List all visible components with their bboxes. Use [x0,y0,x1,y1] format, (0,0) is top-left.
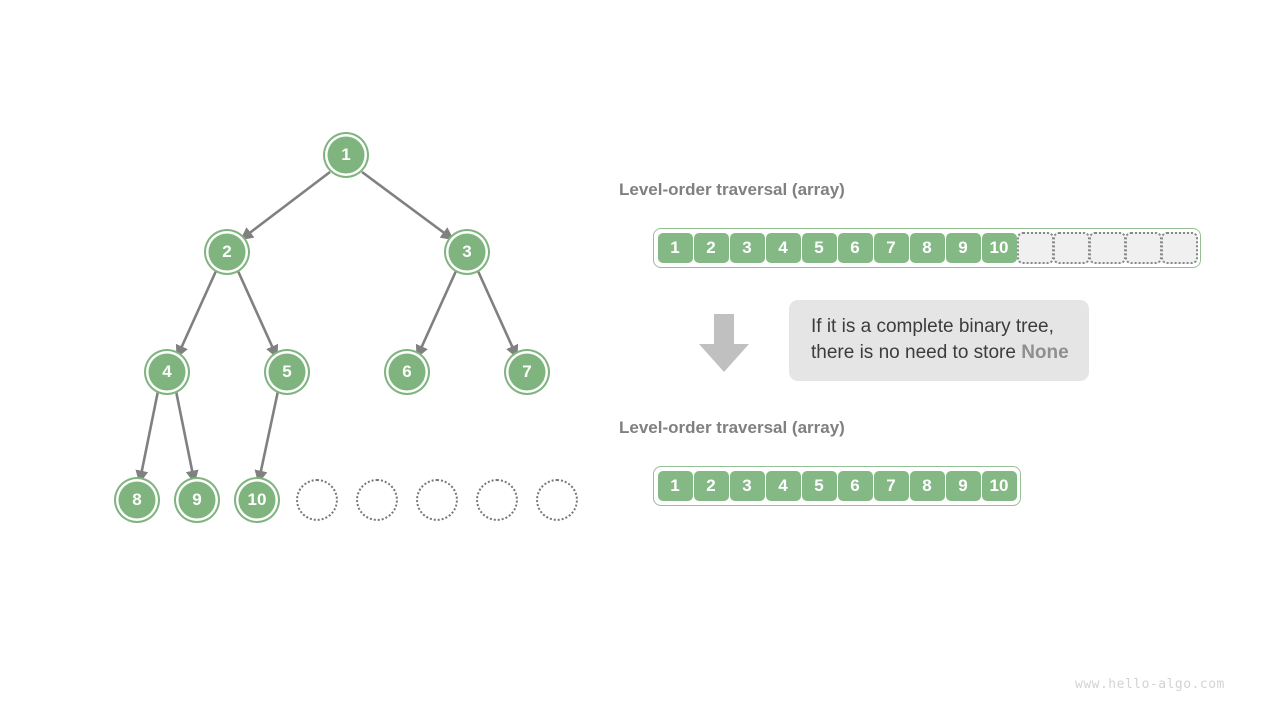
arrow-down-icon [699,314,749,372]
array-with-none: 1 2 3 4 5 6 7 8 9 10 [653,228,1201,268]
callout-line-2-prefix: there is no need to store [811,342,1022,364]
array-cell[interactable]: 9 [944,232,982,264]
edge-3-7 [476,270,519,359]
array-cell[interactable]: 2 [692,470,730,502]
tree-node[interactable]: 9 [176,479,218,521]
array-cell[interactable]: 1 [656,470,694,502]
tree-node[interactable]: 7 [506,351,548,393]
tree-node-empty [296,479,338,521]
tree-node-empty [476,479,518,521]
array-cell[interactable]: 8 [908,232,946,264]
tree-node[interactable]: 2 [206,231,248,273]
callout-line-1: If it is a complete binary tree, [811,316,1054,337]
array-cell[interactable]: 3 [728,470,766,502]
panel-title-top: Level-order traversal (array) [619,180,845,199]
tree-node[interactable]: 4 [146,351,188,393]
array-cell[interactable]: 7 [872,232,910,264]
array-cell[interactable]: 7 [872,470,910,502]
tree-node[interactable]: 6 [386,351,428,393]
edge-2-4 [175,270,218,359]
panel-title-bottom: Level-order traversal (array) [619,418,845,437]
array-compact: 1 2 3 4 5 6 7 8 9 10 [653,466,1021,506]
edge-4-9 [174,390,199,484]
array-cell[interactable]: 5 [800,232,838,264]
array-cell[interactable]: 4 [764,232,802,264]
tree-node[interactable]: 10 [236,479,278,521]
edge-1-3 [361,170,454,241]
tree-node-empty [356,479,398,521]
edge-3-6 [415,270,458,359]
array-cell[interactable]: 8 [908,470,946,502]
tree-node[interactable]: 1 [325,134,367,176]
edge-1-2 [240,170,331,241]
tree-node[interactable]: 5 [266,351,308,393]
array-cell-empty [1016,232,1054,264]
tree-node-empty [536,479,578,521]
array-cell[interactable]: 10 [980,470,1018,502]
array-cell[interactable]: 10 [980,232,1018,264]
array-cell[interactable]: 5 [800,470,838,502]
array-cell-empty [1160,232,1198,264]
array-cell[interactable]: 9 [944,470,982,502]
array-cell-empty [1052,232,1090,264]
callout-none-keyword: None [1021,342,1069,364]
watermark: www.hello-algo.com [1075,677,1225,692]
array-cell[interactable]: 4 [764,470,802,502]
tree-node[interactable]: 8 [116,479,158,521]
edge-4-8 [135,390,160,484]
array-cell[interactable]: 2 [692,232,730,264]
tree-node[interactable]: 3 [446,231,488,273]
callout-box: If it is a complete binary tree, there i… [789,300,1089,382]
tree-edges [135,170,519,484]
array-cell[interactable]: 1 [656,232,694,264]
tree-node-empty [416,479,458,521]
array-cell-empty [1088,232,1126,264]
edge-2-5 [236,270,279,359]
array-cell-empty [1124,232,1162,264]
array-cell[interactable]: 6 [836,232,874,264]
array-cell[interactable]: 6 [836,470,874,502]
edge-5-10 [254,390,280,484]
array-cell[interactable]: 3 [728,232,766,264]
callout-line-2: there is no need to store None [811,340,1069,366]
